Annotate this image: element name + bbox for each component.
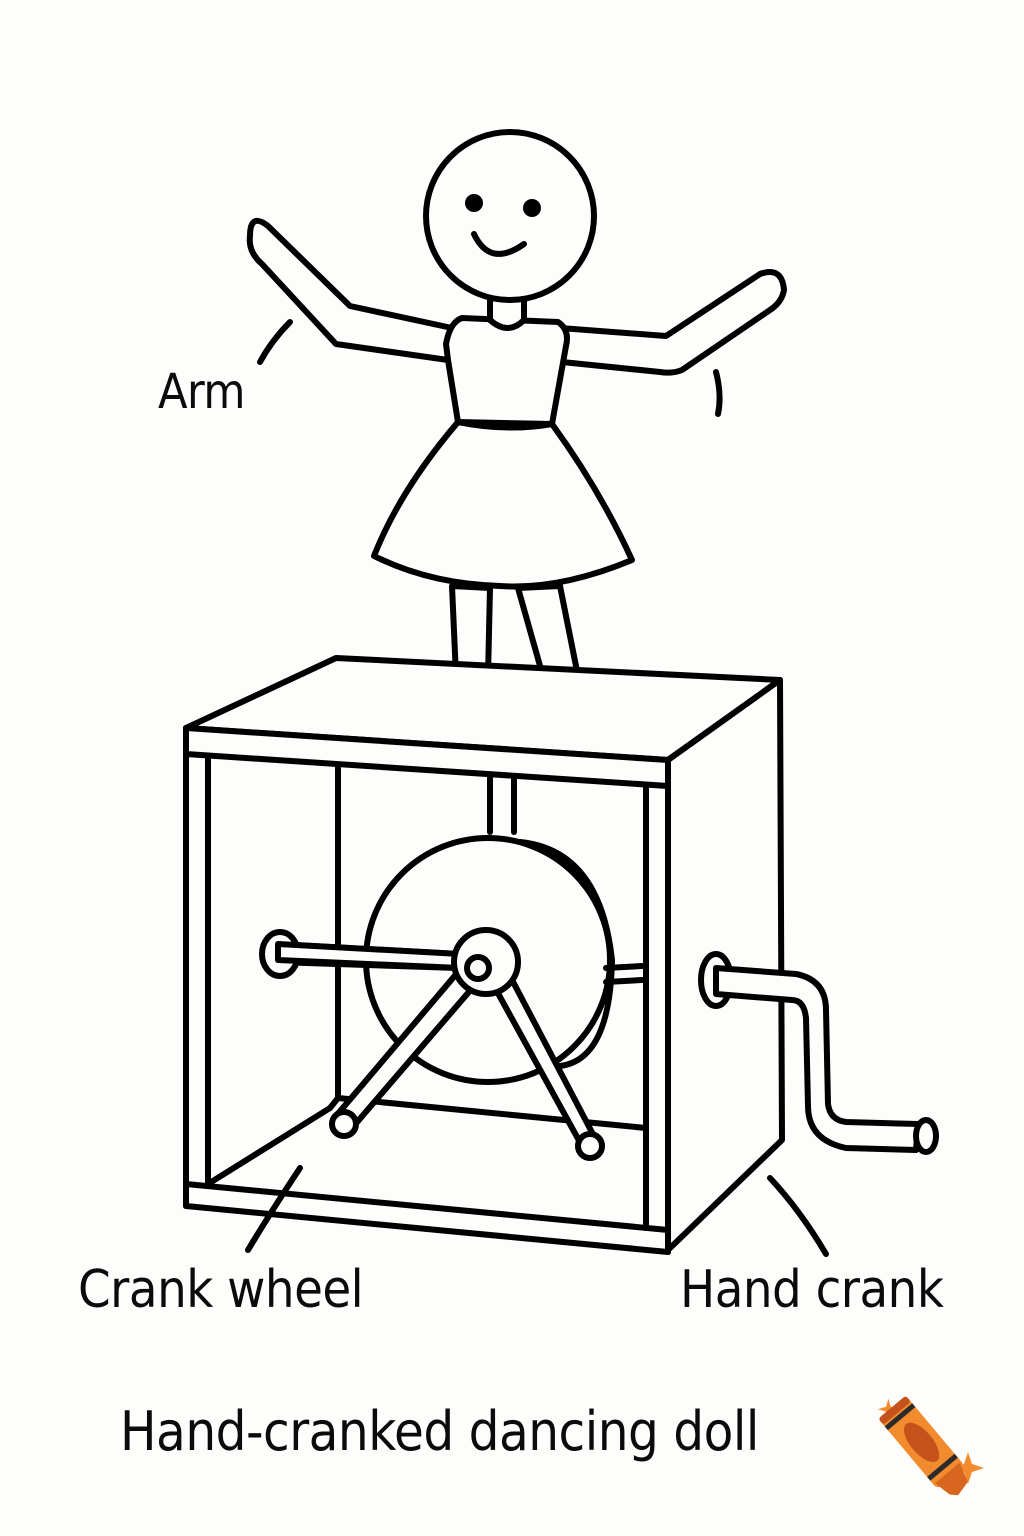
sparkle-icon [878,1398,984,1484]
skirt [371,419,635,590]
hand-crank-leader-line [767,1175,829,1257]
crank-wheel-leader-line [245,1165,303,1253]
head [423,129,597,303]
arm-motion-mark [713,369,723,417]
diagram-title: Hand-cranked dancing doll [120,1400,759,1463]
crank-handle [713,965,921,1153]
arm-label: Arm [158,364,246,420]
bodice [443,315,570,427]
crayon-icon [878,1396,984,1496]
right-arm [547,269,787,376]
hand-crank [698,951,939,1155]
front-bottom-rail [183,1181,671,1255]
smile [471,231,527,257]
left-arm [246,217,455,363]
neck [487,293,527,331]
doll [246,129,787,717]
left-eye [465,194,483,212]
crank-wheel [259,835,645,1161]
crank-wheel-label: Crank wheel [78,1260,364,1320]
right-eye [523,199,541,217]
arm-leader-line [257,319,293,365]
hand-crank-label: Hand crank [680,1260,944,1320]
